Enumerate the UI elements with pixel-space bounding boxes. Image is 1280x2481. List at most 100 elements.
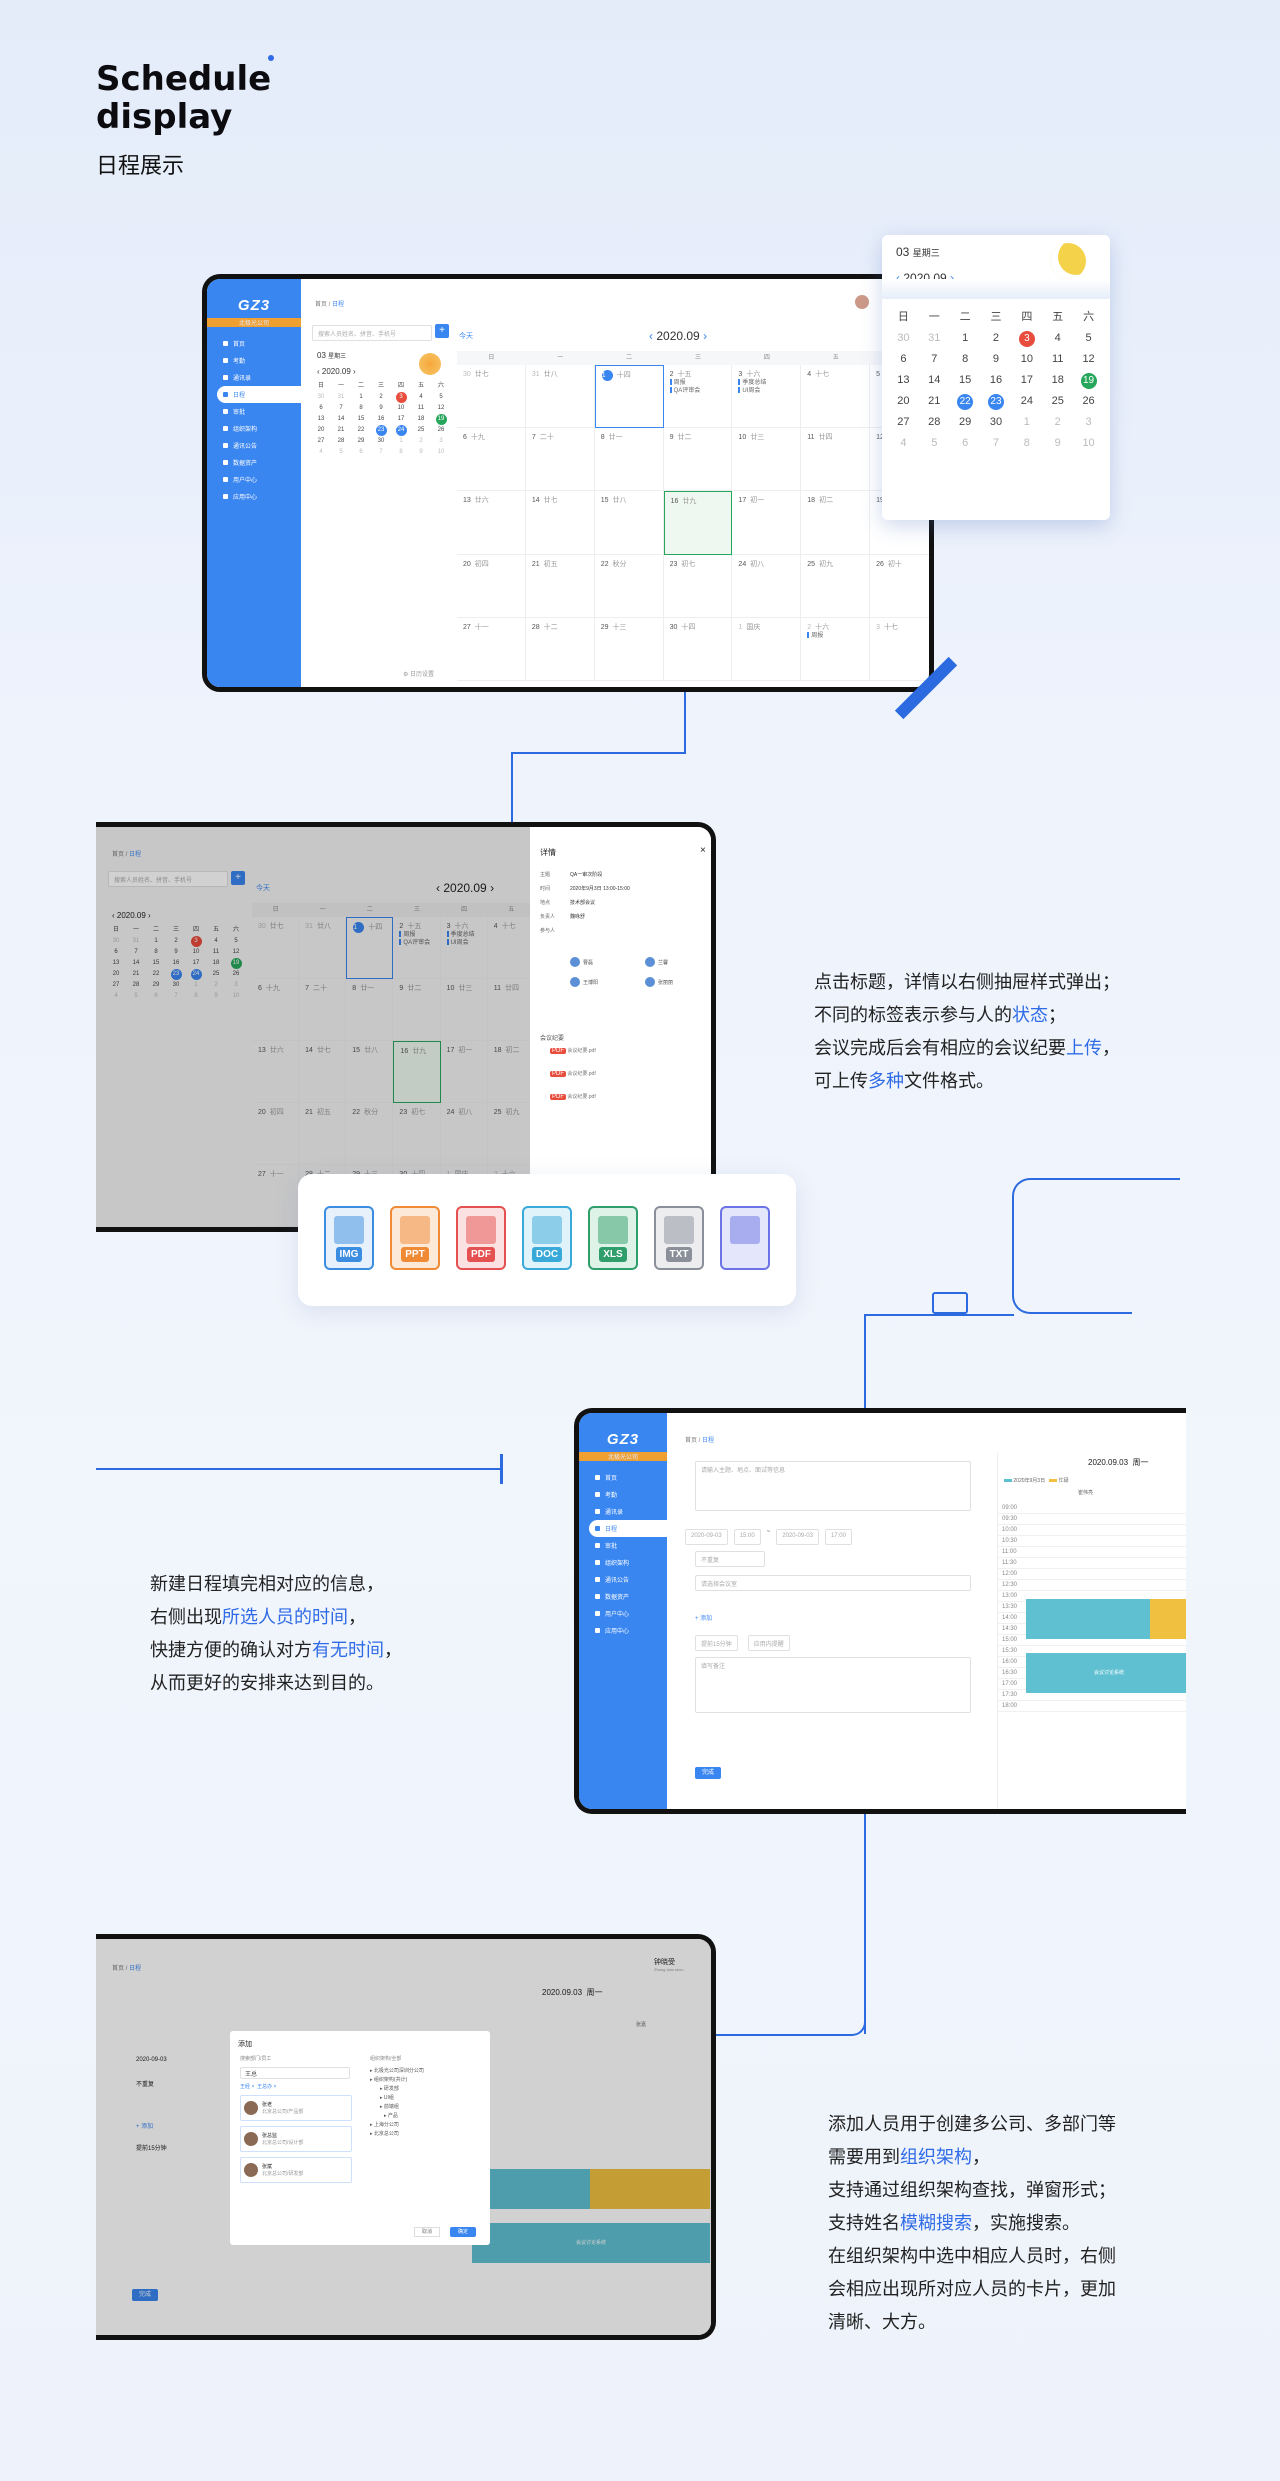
- people-search[interactable]: 王总: [240, 2067, 350, 2079]
- mini-day[interactable]: 5: [439, 394, 443, 400]
- sidebar-item[interactable]: 考勤: [579, 1486, 667, 1503]
- mini-day[interactable]: 15: [357, 416, 365, 422]
- mini-day[interactable]: 16: [377, 416, 385, 422]
- tree-node[interactable]: ▸ 组织架构(共计): [370, 2077, 408, 2083]
- mini-day[interactable]: 2: [214, 982, 218, 988]
- mini-day[interactable]: 22: [357, 427, 365, 433]
- mini-day[interactable]: 8: [154, 949, 158, 955]
- event-item[interactable]: 季度总结: [738, 379, 794, 387]
- mini-day[interactable]: 30: [377, 438, 385, 444]
- mini-day[interactable]: 1: [359, 394, 363, 400]
- event-item[interactable]: 周报: [399, 931, 433, 939]
- person-card[interactable]: 张总监北京总公司/设计部: [240, 2126, 352, 2152]
- sidebar-item[interactable]: 组织架构: [579, 1554, 667, 1571]
- tree-node[interactable]: ▸ 北京总公司: [370, 2131, 399, 2137]
- tree-node[interactable]: ▸ 产品: [384, 2113, 398, 2119]
- mini-day[interactable]: 21: [132, 971, 140, 977]
- popup-day[interactable]: 6: [962, 437, 969, 449]
- mini-day[interactable]: 4: [419, 394, 423, 400]
- today-button[interactable]: 今天: [256, 885, 270, 892]
- popup-day[interactable]: 5: [931, 437, 938, 449]
- mini-day[interactable]: 13: [112, 960, 120, 966]
- popup-day[interactable]: 8: [962, 353, 969, 365]
- mini-day[interactable]: 17: [192, 960, 200, 966]
- sidebar-item[interactable]: 首页: [579, 1469, 667, 1486]
- popup-day[interactable]: 26: [1082, 395, 1095, 407]
- mini-day[interactable]: 9: [174, 949, 178, 955]
- sidebar-item[interactable]: 应用中心: [207, 488, 301, 505]
- mini-day[interactable]: 26: [232, 971, 240, 977]
- person-card[interactable]: 张斌北京总公司/研发部: [240, 2157, 352, 2183]
- mini-day[interactable]: 9: [214, 993, 218, 999]
- add-participant[interactable]: + 添加: [136, 2124, 154, 2130]
- event-item[interactable]: 季度总结: [447, 931, 481, 939]
- sidebar-item[interactable]: 通讯录: [207, 369, 301, 386]
- user-avatar[interactable]: [855, 295, 869, 309]
- popup-day[interactable]: 20: [897, 395, 910, 407]
- popup-day[interactable]: 3: [1011, 328, 1042, 349]
- mini-day[interactable]: 28: [337, 438, 345, 444]
- add-participant[interactable]: + 添加: [695, 1616, 713, 1622]
- mini-day[interactable]: 4: [114, 993, 118, 999]
- mini-day[interactable]: 22: [152, 971, 160, 977]
- mini-day[interactable]: 28: [132, 982, 140, 988]
- title-input[interactable]: 请输入主题、地点、面试等信息: [695, 1461, 971, 1511]
- mini-day[interactable]: 7: [134, 949, 138, 955]
- mini-day[interactable]: 16: [172, 960, 180, 966]
- event-item[interactable]: 周报: [670, 379, 726, 387]
- tree-node[interactable]: ▸ 研发部: [380, 2086, 399, 2092]
- mini-day[interactable]: 24: [186, 969, 206, 980]
- mini-day[interactable]: 11: [212, 949, 220, 955]
- ok-button[interactable]: 确定: [450, 2227, 476, 2237]
- month-switch[interactable]: ‹ 2020.09 ›: [436, 881, 495, 895]
- person-card[interactable]: 张老北京总公司/产品部: [240, 2095, 352, 2121]
- mini-day[interactable]: 2: [419, 438, 423, 444]
- mini-day[interactable]: 7: [379, 449, 383, 455]
- popup-day[interactable]: 10: [1020, 353, 1033, 365]
- popup-day[interactable]: 9: [1054, 437, 1061, 449]
- popup-day[interactable]: 2: [1054, 416, 1061, 428]
- popup-day[interactable]: 2: [992, 332, 1000, 344]
- sidebar-item[interactable]: 考勤: [207, 352, 301, 369]
- search-input[interactable]: 搜索人员姓名、拼音、手机号: [312, 325, 432, 341]
- mini-day[interactable]: 2: [379, 394, 383, 400]
- mini-day[interactable]: 19: [226, 958, 246, 969]
- mini-day[interactable]: 11: [417, 405, 425, 411]
- mini-day[interactable]: 25: [212, 971, 220, 977]
- sidebar-item[interactable]: 日程: [589, 1520, 667, 1537]
- popup-day[interactable]: 21: [928, 395, 941, 407]
- tree-node[interactable]: ▸ 北极光公司深圳分公司: [370, 2068, 424, 2074]
- sidebar-item[interactable]: 首页: [207, 335, 301, 352]
- popup-day[interactable]: 5: [1085, 332, 1092, 344]
- repeat-select[interactable]: 不重复: [695, 1551, 765, 1567]
- event-item[interactable]: UI周会: [738, 387, 794, 395]
- popup-day[interactable]: 30: [989, 416, 1003, 428]
- sidebar-item[interactable]: 通讯录: [579, 1503, 667, 1520]
- today-button[interactable]: 今天: [459, 333, 473, 340]
- tree-node[interactable]: ▸ 上海分公司: [370, 2122, 399, 2128]
- mini-day[interactable]: 24: [391, 425, 411, 436]
- event-item[interactable]: UI周会: [447, 939, 481, 947]
- mini-day[interactable]: 7: [174, 993, 178, 999]
- mini-day[interactable]: 18: [212, 960, 220, 966]
